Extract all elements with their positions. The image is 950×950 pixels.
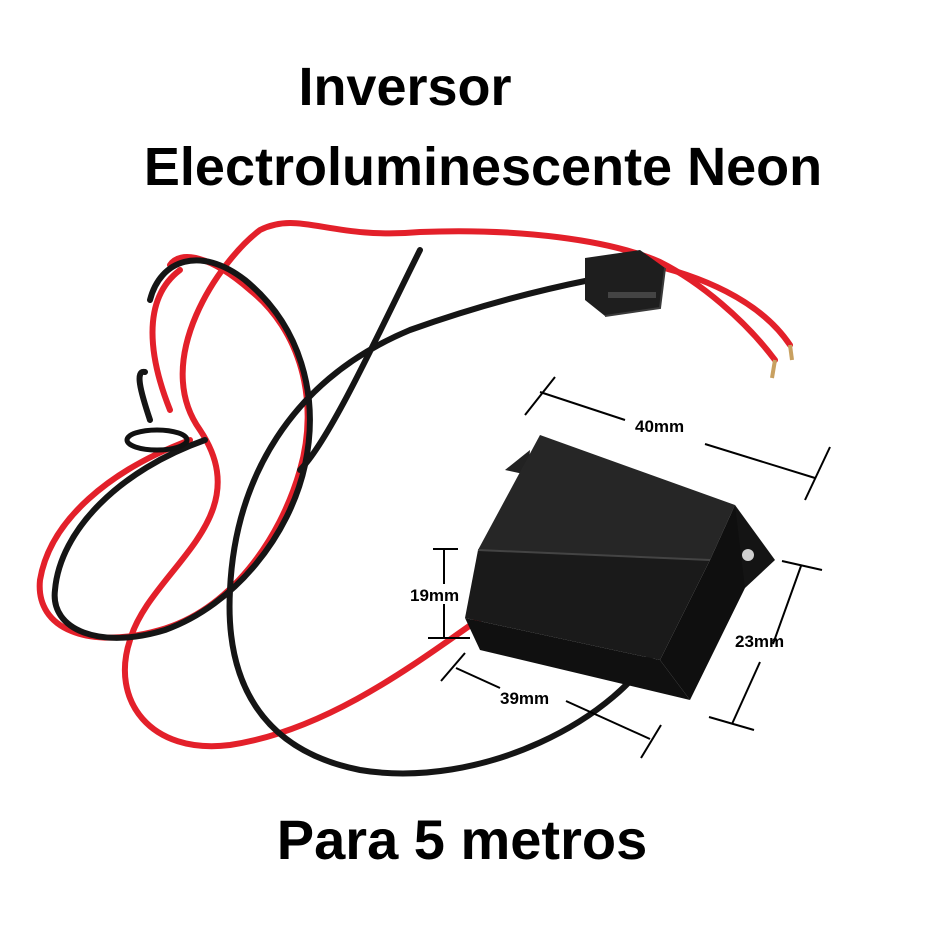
wire-tip — [770, 359, 777, 379]
black-wire — [51, 247, 663, 777]
dim-width: 23mm — [735, 632, 784, 651]
wire-tip — [788, 344, 794, 361]
dim-height: 19mm — [410, 586, 459, 605]
wire-connector — [585, 250, 666, 317]
title-line-1: Inversor — [298, 57, 512, 117]
inverter-housing — [465, 435, 775, 700]
dim-length-bottom: 39mm — [500, 689, 549, 708]
footer-caption: Para 5 metros — [276, 808, 648, 871]
dimension-marks — [428, 376, 831, 759]
dim-length-top: 40mm — [635, 417, 684, 436]
cable-tie — [124, 427, 190, 453]
title-line-2: Electroluminescente Neon — [143, 137, 823, 197]
